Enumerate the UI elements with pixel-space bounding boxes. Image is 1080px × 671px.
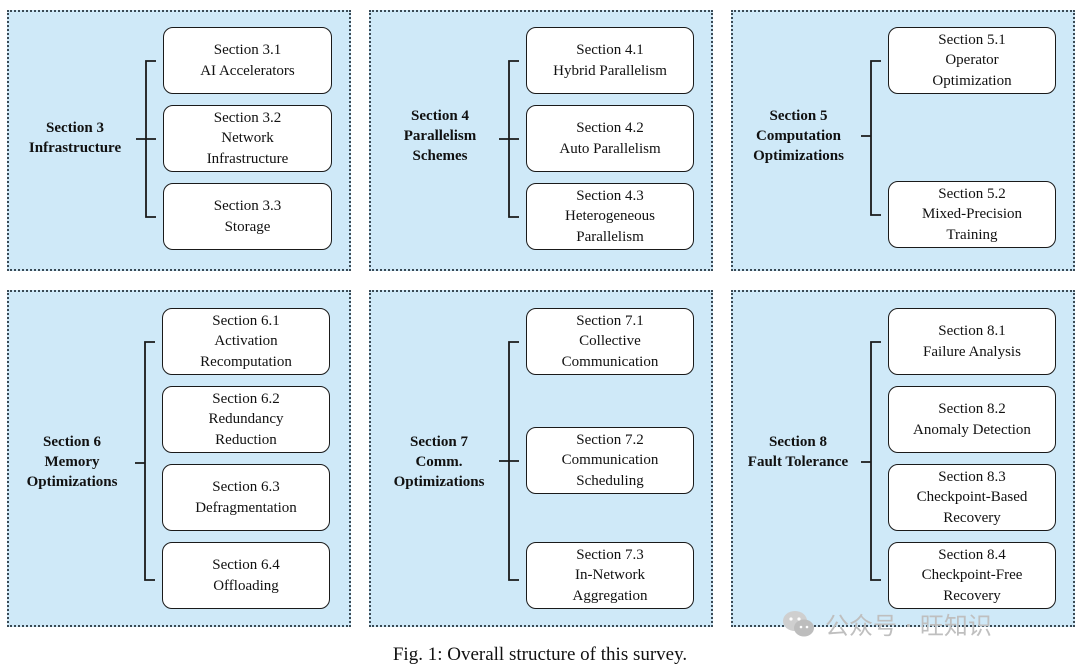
panel-title: Section 3 Infrastructure [28, 120, 122, 156]
node-box: Section 5.1 Operator Optimization [888, 27, 1056, 94]
node-box: Section 8.3 Checkpoint-Based Recovery [888, 464, 1056, 531]
panel-title: Section 8 Fault Tolerance [747, 434, 849, 470]
node-box: Section 7.3 In-Network Aggregation [526, 542, 694, 609]
node-box: Section 4.1 Hybrid Parallelism [526, 27, 694, 94]
node-box: Section 6.1 Activation Recomputation [162, 308, 330, 375]
panel-title: Section 5 Computation Optimizations [753, 108, 844, 164]
panel-title: Section 4 Parallelism Schemes [403, 108, 477, 164]
node-box: Section 3.2 Network Infrastructure [163, 105, 332, 172]
node-box: Section 8.1 Failure Analysis [888, 308, 1056, 375]
node-box: Section 5.2 Mixed-Precision Training [888, 181, 1056, 248]
node-box: Section 3.3 Storage [163, 183, 332, 250]
node-box: Section 4.3 Heterogeneous Parallelism [526, 183, 694, 250]
node-box: Section 6.2 Redundancy Reduction [162, 386, 330, 453]
wechat-icon [783, 610, 814, 636]
node-box: Section 8.4 Checkpoint-Free Recovery [888, 542, 1056, 609]
panel-title: Section 6 Memory Optimizations [26, 434, 118, 490]
node-box: Section 3.1 AI Accelerators [163, 27, 332, 94]
watermark: 公众号 · 旺知识 [781, 606, 992, 641]
watermark-text: 公众号 · 旺知识 [825, 612, 992, 640]
node-box: Section 6.3 Defragmentation [162, 464, 330, 531]
node-box: Section 4.2 Auto Parallelism [526, 105, 694, 172]
node-box: Section 7.2 Communication Scheduling [526, 427, 694, 494]
panel-title: Section 7 Comm. Optimizations [393, 434, 485, 490]
node-box: Section 7.1 Collective Communication [526, 308, 694, 375]
figure-caption: Fig. 1: Overall structure of this survey… [392, 644, 688, 665]
node-box: Section 6.4 Offloading [162, 542, 330, 609]
node-box: Section 8.2 Anomaly Detection [888, 386, 1056, 453]
